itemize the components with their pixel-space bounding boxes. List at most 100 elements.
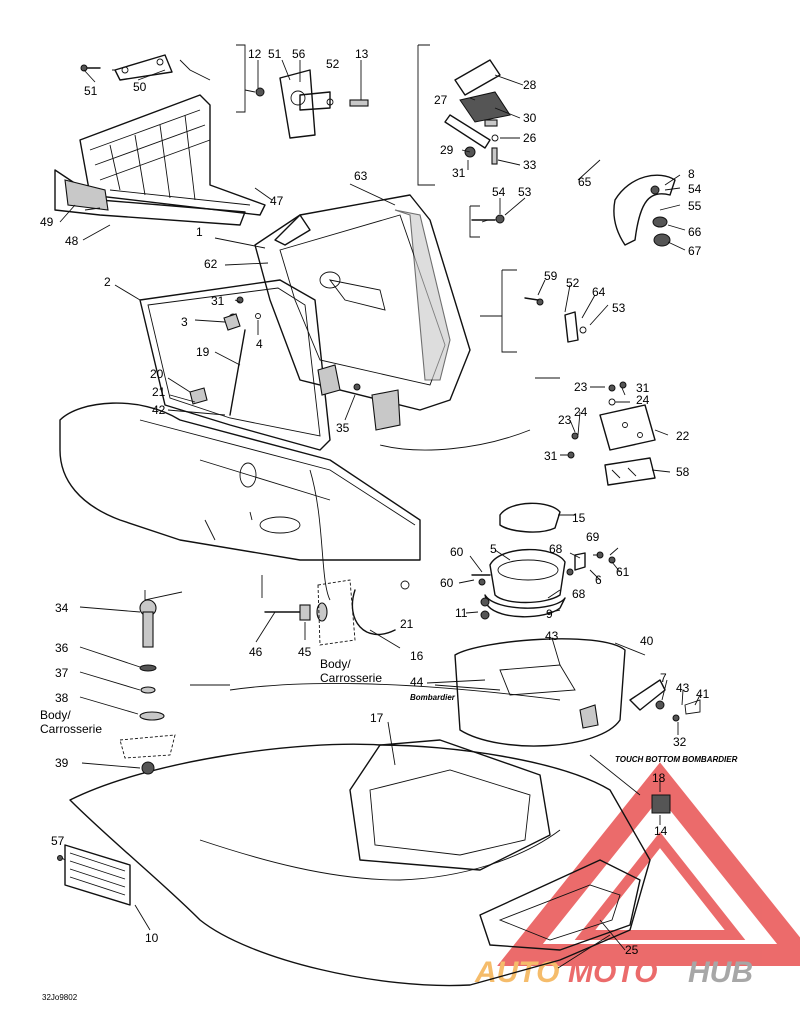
callout-label: 20 <box>150 367 164 381</box>
callout-labels: 1 2 3 4 5 6 7 8 9 10 11 12 13 14 15 16 1… <box>40 47 710 957</box>
callout-label: 31 <box>544 449 558 463</box>
seat-section <box>59 402 421 561</box>
callout-label: 14 <box>654 824 668 838</box>
callout-label: 37 <box>55 666 69 680</box>
callout-label: 40 <box>640 634 654 648</box>
body-label-2-line1: Body/ <box>40 708 71 722</box>
callout-label: 5 <box>490 542 497 556</box>
callout-label: 50 <box>133 80 147 94</box>
body-label-1-line1: Body/ <box>320 657 351 671</box>
callout-label: 19 <box>196 345 210 359</box>
callout-label: 12 <box>248 47 262 61</box>
callout-label: 46 <box>249 645 263 659</box>
callout-label: 64 <box>592 285 606 299</box>
leader-lines <box>59 44 701 969</box>
callout-label: 16 <box>410 649 424 663</box>
watermark-moto: MOTO <box>568 956 657 989</box>
callout-label: 56 <box>292 47 306 61</box>
callout-label: 28 <box>523 78 537 92</box>
watermark-logo: AUTO MOTO HUB <box>474 762 800 989</box>
grab-handle <box>613 174 676 247</box>
callout-label: 66 <box>688 225 702 239</box>
brand-decal: Bombardier <box>410 693 456 702</box>
rear-cover <box>454 638 666 747</box>
callout-label: 33 <box>523 158 537 172</box>
watermark-hub: HUB <box>688 956 753 989</box>
callout-label: 31 <box>636 381 650 395</box>
callout-label: 31 <box>211 294 225 308</box>
body-label-2-line2: Carrosserie <box>40 722 102 736</box>
callout-label: 61 <box>616 565 630 579</box>
callout-label: 13 <box>355 47 369 61</box>
hinge-bracket-right <box>599 404 656 486</box>
callout-label: 2 <box>104 275 111 289</box>
callout-label: 62 <box>204 257 218 271</box>
callout-label: 30 <box>523 111 537 125</box>
callout-label: 26 <box>523 131 537 145</box>
callout-label: 58 <box>676 465 690 479</box>
callout-label: 6 <box>595 573 602 587</box>
callout-label: 68 <box>572 587 586 601</box>
body-label-1-line2: Carrosserie <box>320 671 382 685</box>
callout-label: 7 <box>660 671 667 685</box>
hinge-bracket-top <box>255 69 369 139</box>
callout-label: 49 <box>40 215 54 229</box>
callout-label: 69 <box>586 530 600 544</box>
callout-label: 32 <box>673 735 687 749</box>
callout-label: 8 <box>688 167 695 181</box>
callout-label: 11 <box>455 606 468 620</box>
callout-label: 60 <box>450 545 464 559</box>
callout-label: 10 <box>145 931 159 945</box>
callout-label: 67 <box>688 244 702 258</box>
callout-label: 54 <box>492 185 506 199</box>
latch-assembly <box>444 59 511 165</box>
callout-label: 23 <box>574 380 588 394</box>
callout-label: 39 <box>55 756 69 770</box>
callout-label: 52 <box>326 57 340 71</box>
callout-label: 31 <box>452 166 466 180</box>
callout-label: 27 <box>434 93 448 107</box>
callout-label: 15 <box>572 511 586 525</box>
callout-label: 43 <box>676 681 690 695</box>
callout-label: 45 <box>298 645 312 659</box>
callout-label: 53 <box>612 301 626 315</box>
callout-label: 29 <box>440 143 454 157</box>
small-hardware <box>57 214 701 861</box>
callout-label: 44 <box>410 675 424 689</box>
strap-hook <box>264 579 410 646</box>
callout-label: 24 <box>574 405 588 419</box>
callout-label: 47 <box>270 194 284 208</box>
callout-label: 22 <box>676 429 690 443</box>
callout-label: 51 <box>268 47 282 61</box>
callout-label: 4 <box>256 337 263 351</box>
callout-label: 63 <box>354 169 368 183</box>
callout-label: 53 <box>518 185 532 199</box>
callout-label: 48 <box>65 234 79 248</box>
fastener-stack <box>119 599 176 775</box>
callout-label: 68 <box>549 542 563 556</box>
callout-label: 35 <box>336 421 350 435</box>
callout-label: 42 <box>152 403 166 417</box>
callout-label: 17 <box>370 711 384 725</box>
drawing-code: 32Jo9802 <box>42 993 78 1002</box>
callout-label: 3 <box>181 315 188 329</box>
callout-label: 57 <box>51 834 65 848</box>
callout-label: 55 <box>688 199 702 213</box>
callout-label: 38 <box>55 691 69 705</box>
callout-label: 59 <box>544 269 558 283</box>
callout-label: 25 <box>625 943 639 957</box>
callout-label: 18 <box>652 771 666 785</box>
callout-label: 65 <box>578 175 592 189</box>
lid-hinges <box>317 364 401 431</box>
callout-label: 9 <box>546 607 553 621</box>
callout-label: 54 <box>688 182 702 196</box>
callout-label: 41 <box>696 687 710 701</box>
callout-label: 60 <box>440 576 454 590</box>
callout-label: 23 <box>558 413 572 427</box>
callout-label: 21 <box>400 617 414 631</box>
callout-label: 51 <box>84 84 98 98</box>
callout-label: 1 <box>196 225 203 239</box>
callout-label: 43 <box>545 629 559 643</box>
callout-label: 34 <box>55 601 69 615</box>
